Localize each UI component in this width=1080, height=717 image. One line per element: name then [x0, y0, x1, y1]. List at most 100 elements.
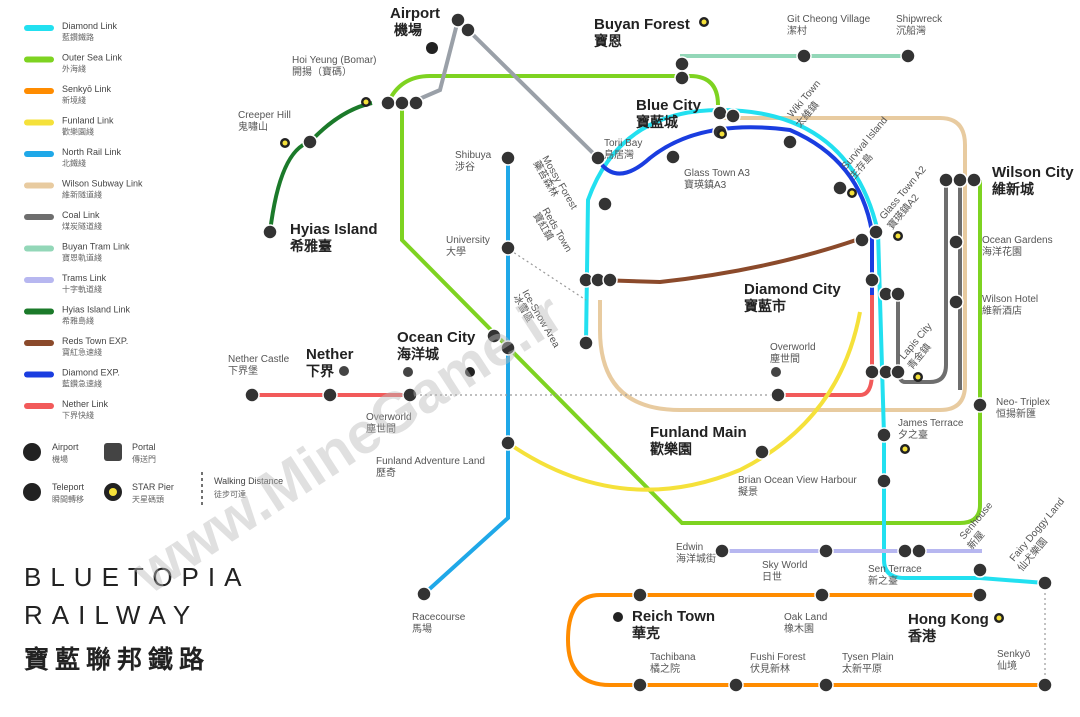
station-wilson-city-zh: 維新城	[992, 181, 1034, 197]
station-racecourse-en: Racecourse	[412, 612, 466, 623]
legend-label-zh: 藍鑽鐵路	[62, 32, 94, 42]
station-wilson-hotel-zh: 維新酒店	[982, 304, 1022, 317]
station-ocean-gardens-en: Ocean Gardens	[982, 235, 1053, 246]
station-edwin-en: Edwin	[676, 542, 703, 553]
legend-label-zh: 維新隧道綫	[62, 190, 102, 200]
brand-line1: BLUETOPIA	[24, 562, 250, 592]
station-brian-ocean-zh: 擬景	[738, 486, 758, 498]
legend-label-en: Coal Link	[62, 210, 100, 220]
station-racecourse-zh: 馬場	[412, 622, 432, 635]
station-nether-castle-en: Nether Castle	[228, 354, 290, 365]
legend-label-en: Diamond Link	[62, 21, 118, 31]
station-james-terrace-zh: 夕之臺	[898, 428, 928, 441]
legend-label-zh: 北鐵綫	[62, 158, 86, 168]
station-university-en: University	[446, 235, 490, 246]
station-hoi-yeung-en: Hoi Yeung (Bomar)	[292, 55, 377, 66]
station-glass-town-a3-zh: 寶瑛鎮A3	[684, 178, 727, 191]
portal-icon	[104, 443, 122, 461]
legend-swatch	[24, 214, 54, 220]
station-overworld-e-zh: 塵世間	[770, 352, 800, 365]
legend-label-en: Hyias Island Link	[62, 305, 131, 315]
symbol-star-pier-en: STAR Pier	[132, 482, 174, 492]
station-ocean-city-zh: 海洋城	[397, 346, 439, 362]
legend-swatch	[24, 151, 54, 157]
station-senkyo-en: Senkyō	[997, 649, 1031, 660]
legend-label-en: Buyan Tram Link	[62, 242, 130, 252]
station-diamond-city-zh: 寶藍市	[744, 298, 786, 314]
line-hyias	[268, 101, 373, 233]
line-north-rail	[422, 158, 510, 596]
station-sen-terrace-zh: 新之臺	[868, 574, 898, 587]
station-overworld-w-en: Overworld	[366, 412, 412, 423]
station-reich-town-zh: 華克	[632, 625, 660, 641]
line-reds-exp	[597, 236, 863, 285]
symbol-walking-en: Walking Distance	[214, 476, 283, 486]
station-fushi-forest-zh: 伏見新林	[750, 662, 790, 675]
legend-label-zh: 寶紅急速綫	[62, 347, 102, 357]
symbol-teleport-zh: 瞬間轉移	[52, 494, 84, 504]
station-torii-bay-zh: 鳥居灣	[604, 148, 634, 161]
station-nether-castle-zh: 下界堡	[228, 364, 258, 377]
legend-label-en: Trams Link	[62, 273, 107, 283]
station-ocean-gardens-zh: 海洋花園	[982, 245, 1022, 258]
station-tachibana-en: Tachibana	[650, 652, 696, 663]
station-funland-adventure-zh: 歷奇	[376, 466, 396, 479]
legend-label-zh: 煤炭隧道綫	[62, 221, 102, 231]
station-oak-land-zh: 橡木園	[784, 622, 814, 635]
legend-swatch	[24, 56, 54, 63]
station-shipwreck-zh: 沉船灣	[896, 24, 926, 37]
station-hong-kong-en: Hong Kong	[908, 611, 989, 628]
legend-label-zh: 寶恩軌道綫	[62, 253, 102, 263]
legend-label-zh: 希雅島綫	[62, 316, 94, 326]
station-dots	[244, 12, 1053, 693]
station-neo-triplex-en: Neo- Triplex	[996, 397, 1050, 408]
symbol-portal-zh: 傳送門	[132, 454, 156, 464]
legend-label-en: Senkyō Link	[62, 84, 112, 94]
brand-zh: 寶藍聯邦鐵路	[24, 645, 210, 674]
station-buyan-forest-zh: 寶恩	[594, 33, 622, 49]
line-buyan-tram	[680, 54, 908, 76]
portal-icon	[771, 367, 781, 377]
legend-swatch	[24, 340, 54, 346]
teleport-icon	[465, 367, 475, 377]
brand-line2: RAILWAY	[24, 600, 199, 630]
teleport-icon	[613, 612, 623, 622]
legend-label-zh: 藍鑽急速綫	[62, 379, 102, 389]
station-airport-en: Airport	[390, 5, 440, 22]
station-tysen-plain-zh: 太新平原	[842, 662, 882, 675]
legend-swatch	[24, 371, 54, 378]
line-wilson-subway	[598, 116, 967, 412]
symbol-teleport-en: Teleport	[52, 482, 85, 492]
station-james-terrace-en: James Terrace	[898, 418, 964, 429]
station-shibuya-zh: 涉谷	[455, 160, 475, 173]
symbol-portal-en: Portal	[132, 442, 156, 452]
legend-label-en: Reds Town EXP.	[62, 336, 128, 346]
portal-icon	[339, 366, 349, 376]
station-funland-adventure-en: Funland Adventure Land	[376, 456, 485, 467]
station-blue-city-zh: 寶藍城	[636, 114, 678, 130]
station-sen-terrace-en: Sen Terrace	[868, 564, 922, 575]
legend-label-en: Wilson Subway Link	[62, 179, 143, 189]
symbol-legend: Airport 機場 Portal 傳送門 Teleport 瞬間轉移 STAR…	[23, 442, 283, 506]
station-diamond-city-en: Diamond City	[744, 281, 841, 298]
station-neo-triplex-zh: 恒揚新匯	[996, 407, 1036, 420]
legend-label-en: Funland Link	[62, 116, 114, 126]
station-funland-main-zh: 歡樂園	[650, 441, 692, 457]
station-shipwreck-en: Shipwreck	[896, 14, 943, 25]
line-funland	[506, 311, 862, 492]
station-ocean-city-en: Ocean City	[397, 329, 476, 346]
symbol-walking-zh: 徒步可達	[214, 489, 246, 499]
line-diamond-exp	[600, 125, 874, 372]
station-glass-town-a3-en: Glass Town A3	[684, 168, 750, 179]
station-creeper-hill-en: Creeper Hill	[238, 110, 291, 121]
line-airport	[409, 16, 607, 170]
legend-label-zh: 十字軌道綫	[62, 284, 102, 294]
station-oak-land-en: Oak Land	[784, 612, 827, 623]
station-wilson-city-en: Wilson City	[992, 164, 1074, 181]
station-reich-town-en: Reich Town	[632, 608, 715, 625]
station-creeper-hill-zh: 鬼嘯山	[238, 120, 268, 133]
airport-icon	[23, 443, 41, 461]
